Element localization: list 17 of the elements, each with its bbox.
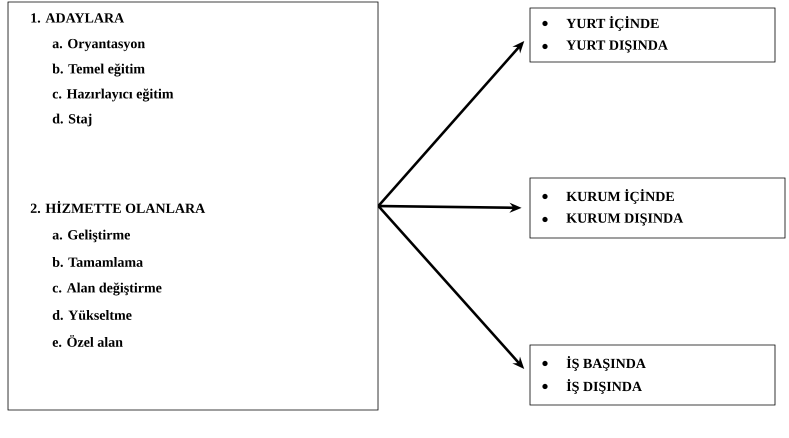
list-item: KURUM İÇİNDE (566, 189, 674, 204)
list-item: d. Staj (52, 114, 92, 126)
list-item: 1. ADAYLARA (31, 13, 124, 23)
list-item: c. Hazırlayıcı eğitim (52, 88, 174, 102)
list-item: a. Oryantasyon (52, 38, 145, 52)
list-item: b. Tamamlama (52, 257, 143, 267)
list-item: d. Yükseltme (52, 310, 132, 320)
list-item: KURUM DIŞINDA (566, 213, 684, 226)
list-item: c. Alan değiştirme (52, 282, 162, 296)
list-item: İŞ BAŞINDA (566, 356, 646, 371)
list-item: 2. HİZMETTE OLANLARA (30, 200, 206, 214)
list-item: YURT DIŞINDA (566, 40, 668, 53)
list-item: b. Temel eğitim (52, 64, 145, 76)
list-item: YURT İÇİNDE (566, 16, 659, 31)
list-item: İŞ DIŞINDA (566, 379, 642, 394)
list-item: e. Özel alan (52, 335, 123, 347)
list-item: a. Geliştirme (52, 230, 130, 242)
